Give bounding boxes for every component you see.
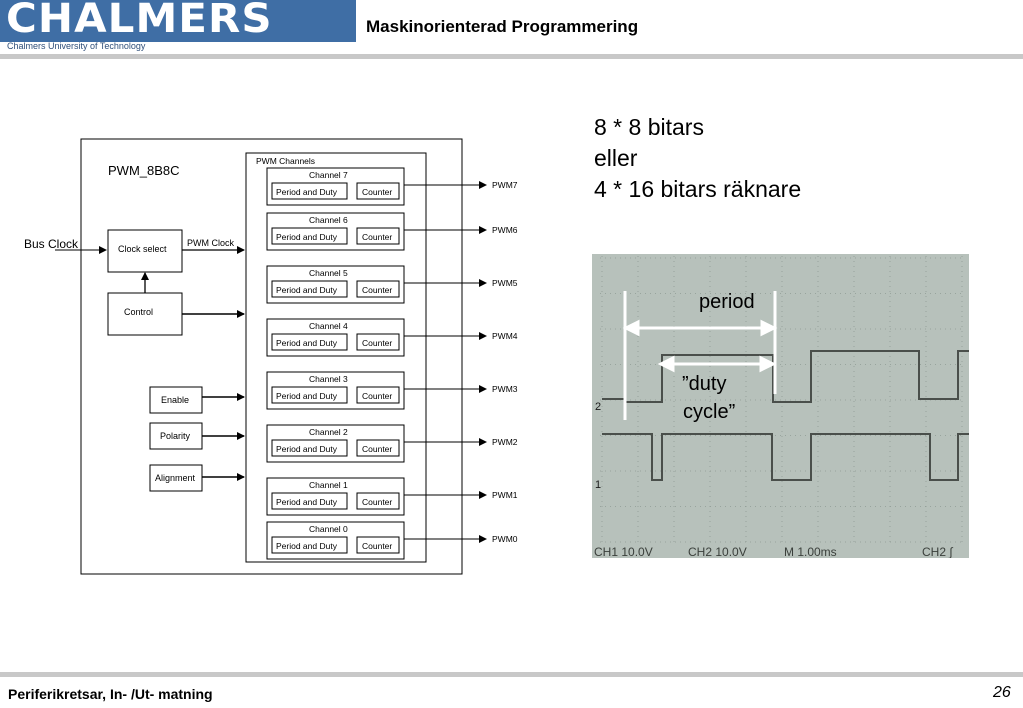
counter-label: Counter	[362, 285, 392, 295]
oscilloscope-screenshot: 2 1 period ”duty cycle” CH1 10.0V CH2 10…	[592, 254, 969, 558]
duty-label-2: cycle”	[683, 401, 735, 423]
channel-name: Channel 5	[309, 268, 348, 278]
scope-screen	[592, 254, 969, 558]
pwm-block-diagram: PWM_8B8C Bus Clock Clock select PWM Cloc…	[24, 138, 518, 575]
output-label: PWM1	[492, 490, 518, 500]
ch1-marker: 1	[595, 479, 601, 491]
counter-label: Counter	[362, 232, 392, 242]
period-duty-block	[271, 227, 348, 245]
channel-name: Channel 3	[309, 374, 348, 384]
header-rule	[0, 54, 1023, 59]
period-duty-block	[271, 333, 348, 351]
output-label: PWM7	[492, 180, 518, 190]
logo-subtitle: Chalmers University of Technology	[7, 41, 146, 51]
channel-name: Channel 0	[309, 524, 348, 534]
footer-rule	[0, 672, 1023, 677]
period-duty-block	[271, 536, 348, 554]
channel-name: Channel 2	[309, 427, 348, 437]
alignment-label: Alignment	[155, 473, 196, 483]
logo-text: CHALMERS	[6, 0, 273, 42]
output-label: PWM6	[492, 225, 518, 235]
period-duty-label: Period and Duty	[276, 391, 338, 401]
counter-label: Counter	[362, 391, 392, 401]
output-label: PWM2	[492, 437, 518, 447]
output-label: PWM4	[492, 331, 518, 341]
clock-select-label: Clock select	[118, 244, 167, 254]
counter-block	[356, 227, 400, 245]
page-number: 26	[993, 684, 1011, 701]
counter-block	[356, 333, 400, 351]
enable-label: Enable	[161, 395, 189, 405]
duty-label-1: ”duty	[682, 373, 726, 395]
period-duty-block	[271, 386, 348, 404]
pwm-channels-title: PWM Channels	[256, 156, 315, 166]
period-duty-block	[271, 280, 348, 298]
period-duty-block	[271, 182, 348, 200]
period-duty-label: Period and Duty	[276, 232, 338, 242]
period-duty-block	[271, 439, 348, 457]
channel-name: Channel 6	[309, 215, 348, 225]
module-outline	[80, 138, 463, 575]
period-duty-label: Period and Duty	[276, 285, 338, 295]
period-duty-label: Period and Duty	[276, 541, 338, 551]
channel-name: Channel 4	[309, 321, 348, 331]
counter-block	[356, 386, 400, 404]
ch1-status: CH1 10.0V	[594, 545, 653, 558]
channel2-waveform	[602, 350, 969, 403]
course-title: Maskinorienterad Programmering	[366, 17, 639, 36]
clock-select-block	[107, 229, 183, 273]
duty-cycle-arrow	[657, 355, 777, 373]
counter-block	[356, 492, 400, 510]
alignment-block	[149, 464, 203, 492]
trigger-status: CH2 ∫	[922, 545, 953, 558]
module-name: PWM_8B8C	[108, 163, 180, 178]
counter-label: Counter	[362, 497, 392, 507]
output-label: PWM3	[492, 384, 518, 394]
polarity-label: Polarity	[160, 431, 191, 441]
control-label: Control	[124, 307, 153, 317]
counter-block	[356, 439, 400, 457]
period-duty-block	[271, 492, 348, 510]
period-duty-label: Period and Duty	[276, 338, 338, 348]
output-label: PWM5	[492, 278, 518, 288]
pwm-clock-label: PWM Clock	[187, 238, 234, 248]
ch2-status: CH2 10.0V	[688, 545, 747, 558]
time-status: M 1.00ms	[784, 545, 837, 558]
counter-label: Counter	[362, 541, 392, 551]
enable-block	[149, 386, 203, 414]
period-arrow	[622, 319, 778, 337]
footer-text: Periferikretsar, In- /Ut- matning	[8, 686, 213, 702]
control-block	[107, 292, 183, 336]
bullet-line-3: 4 * 16 bitars räknare	[594, 176, 802, 202]
chalmers-logo	[0, 0, 356, 42]
bus-clock-label: Bus Clock	[24, 237, 79, 251]
period-duty-label: Period and Duty	[276, 187, 338, 197]
period-label: period	[699, 291, 755, 313]
counter-label: Counter	[362, 338, 392, 348]
ch2-marker: 2	[595, 401, 601, 413]
period-duty-label: Period and Duty	[276, 497, 338, 507]
bullet-line-2: eller	[594, 145, 638, 171]
output-label: PWM0	[492, 534, 518, 544]
counter-block	[356, 182, 400, 200]
polarity-block	[149, 422, 203, 450]
counter-label: Counter	[362, 444, 392, 454]
counter-block	[356, 280, 400, 298]
counter-block	[356, 536, 400, 554]
bullet-line-1: 8 * 8 bitars	[594, 114, 704, 140]
period-duty-label: Period and Duty	[276, 444, 338, 454]
counter-label: Counter	[362, 187, 392, 197]
channel-name: Channel 7	[309, 170, 348, 180]
channel-name: Channel 1	[309, 480, 348, 490]
channel1-waveform	[602, 433, 969, 481]
